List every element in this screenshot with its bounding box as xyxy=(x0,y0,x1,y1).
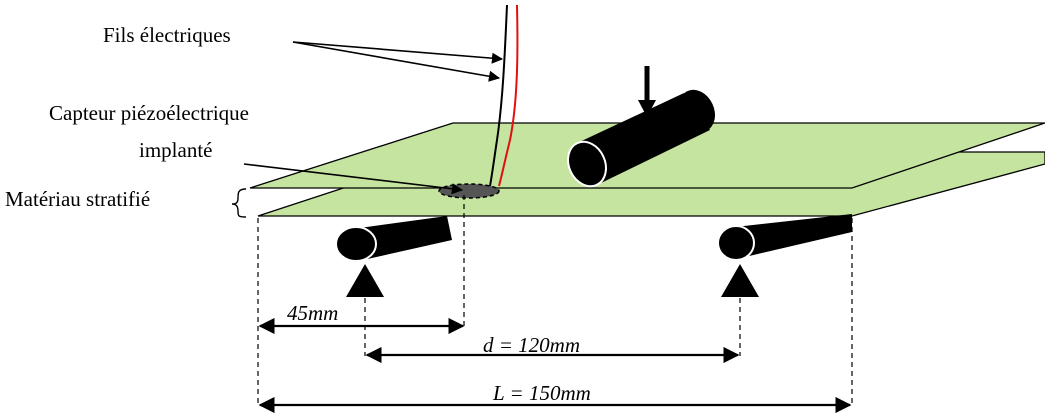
left-support-triangle xyxy=(346,264,384,297)
red-wire xyxy=(498,4,519,187)
sensor-label-line1: Capteur piézoélectrique xyxy=(49,101,249,125)
left-support-roller xyxy=(335,216,452,262)
sensor-icon xyxy=(438,183,500,199)
sensor-callout-arrow xyxy=(243,163,464,195)
dimension-150mm-label: L = 150mm xyxy=(492,381,591,405)
sensor-label-line2: implanté xyxy=(139,138,212,162)
wires-callout-arrow-2 xyxy=(292,41,501,82)
right-support-roller xyxy=(717,214,852,261)
wires-callout-arrow-1 xyxy=(292,41,504,64)
extension-lines xyxy=(257,195,853,407)
right-support-triangle xyxy=(721,264,759,297)
material-brace xyxy=(231,188,247,218)
dimension-45mm-label: 45mm xyxy=(287,301,338,325)
dimension-120mm-label: d = 120mm xyxy=(483,333,580,357)
black-wire xyxy=(489,4,508,187)
load-arrow xyxy=(638,66,656,117)
material-label: Matériau stratifié xyxy=(5,187,150,211)
load-roller xyxy=(567,89,715,188)
wires-label: Fils électriques xyxy=(103,23,231,47)
